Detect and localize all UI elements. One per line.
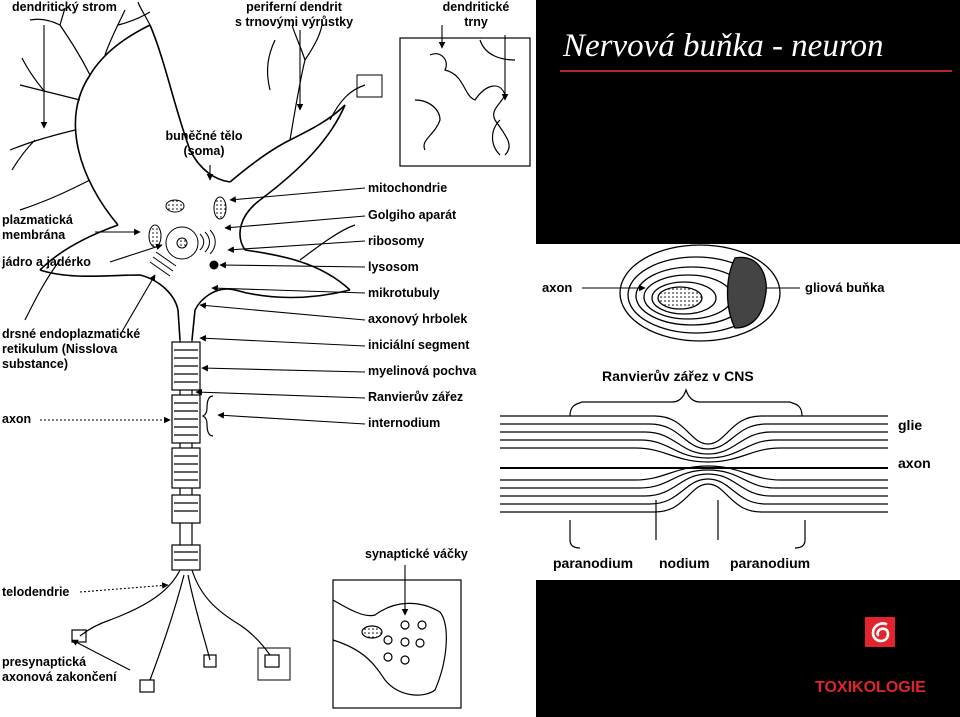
label-myelin-axon: axon bbox=[542, 280, 573, 295]
label-ranvier-cns: Ranvierův zářez v CNS bbox=[602, 368, 754, 384]
neuron-soma-outline bbox=[39, 24, 351, 341]
spines-inset bbox=[399, 37, 531, 167]
label-dendritic-spines: dendritické trny bbox=[430, 0, 522, 30]
label-synaptic-vesicles: synaptické váčky bbox=[365, 547, 468, 561]
label-nucleus: jádro a jadérko bbox=[2, 255, 91, 269]
axon-drawing bbox=[71, 340, 291, 693]
label-axon: axon bbox=[2, 412, 32, 426]
glia-cross-section bbox=[619, 244, 781, 342]
label-myelin-sheath: myelinová pochva bbox=[368, 364, 477, 378]
label-paranodium-right: paranodium bbox=[730, 555, 811, 571]
synapse-inset bbox=[332, 579, 462, 709]
label-nodium: nodium bbox=[659, 555, 710, 571]
label-plasma-membrane-line2: membrána bbox=[2, 228, 66, 242]
pointer-arrows bbox=[40, 25, 800, 671]
label-paranodium-left: paranodium bbox=[553, 555, 634, 571]
spines-inset-marker bbox=[356, 74, 383, 98]
label-initial-segment: iniciální segment bbox=[368, 338, 470, 352]
slide-title: Nervová buňka - neuron bbox=[563, 28, 884, 64]
label-cell-body-line2: (soma) bbox=[183, 144, 225, 158]
vscht-logo-icon bbox=[865, 617, 895, 647]
label-axon-hillock: axonový hrbolek bbox=[368, 312, 468, 326]
brand-name: TOXIKOLOGIE bbox=[815, 679, 926, 696]
label-rough-er-line2: retikulum (Nisslova bbox=[2, 342, 118, 356]
label-peripheral-dendrite-line2: s trnovými výrůstky bbox=[234, 15, 354, 29]
label-rough-er: drsné endoplazmatické retikulum (Nisslov… bbox=[2, 327, 140, 372]
label-cell-body-line1: buněčné tělo bbox=[165, 129, 243, 143]
label-glial-cell: gliová buňka bbox=[805, 280, 885, 295]
label-peripheral-dendrite-line1: periferní dendrit bbox=[246, 0, 342, 14]
organelles bbox=[148, 196, 227, 277]
label-peripheral-dendrite: periferní dendrit s trnovými výrůstky bbox=[220, 0, 368, 30]
title-panel bbox=[536, 0, 960, 244]
label-mitochondria: mitochondrie bbox=[368, 181, 448, 195]
label-presynaptic-terminal-line1: presynaptická bbox=[2, 655, 87, 669]
label-lysosome: lysosom bbox=[368, 260, 419, 274]
dendrite-branches bbox=[9, 1, 366, 321]
label-rough-er-line1: drsné endoplazmatické bbox=[2, 327, 141, 341]
label-node-axon: axon bbox=[898, 455, 931, 471]
label-dendritic-spines-line1: dendritické bbox=[442, 0, 510, 14]
ranvier-node-diagram bbox=[500, 388, 888, 549]
label-plasma-membrane: plazmatická membrána bbox=[2, 213, 73, 243]
label-ribosomes: ribosomy bbox=[368, 234, 425, 248]
label-cell-body: buněčné tělo (soma) bbox=[148, 129, 260, 159]
label-presynaptic-terminal-line2: axonová zakončení bbox=[2, 670, 117, 684]
label-dendritic-tree: dendritický strom bbox=[12, 0, 117, 14]
title-divider bbox=[560, 70, 952, 72]
label-presynaptic-terminal: presynaptická axonová zakončení bbox=[2, 655, 117, 685]
label-telodendria: telodendrie bbox=[2, 585, 70, 599]
label-golgi: Golgiho aparát bbox=[368, 208, 457, 222]
label-dendritic-spines-line2: trny bbox=[464, 15, 488, 29]
label-internode: internodium bbox=[368, 416, 441, 430]
label-microtubules: mikrotubuly bbox=[368, 286, 440, 300]
footer-panel bbox=[536, 580, 960, 717]
label-rough-er-line3: substance) bbox=[2, 357, 68, 371]
label-glia: glie bbox=[898, 417, 923, 433]
label-node-of-ranvier: Ranvierův zářez bbox=[368, 390, 464, 404]
label-plasma-membrane-line1: plazmatická bbox=[2, 213, 73, 227]
